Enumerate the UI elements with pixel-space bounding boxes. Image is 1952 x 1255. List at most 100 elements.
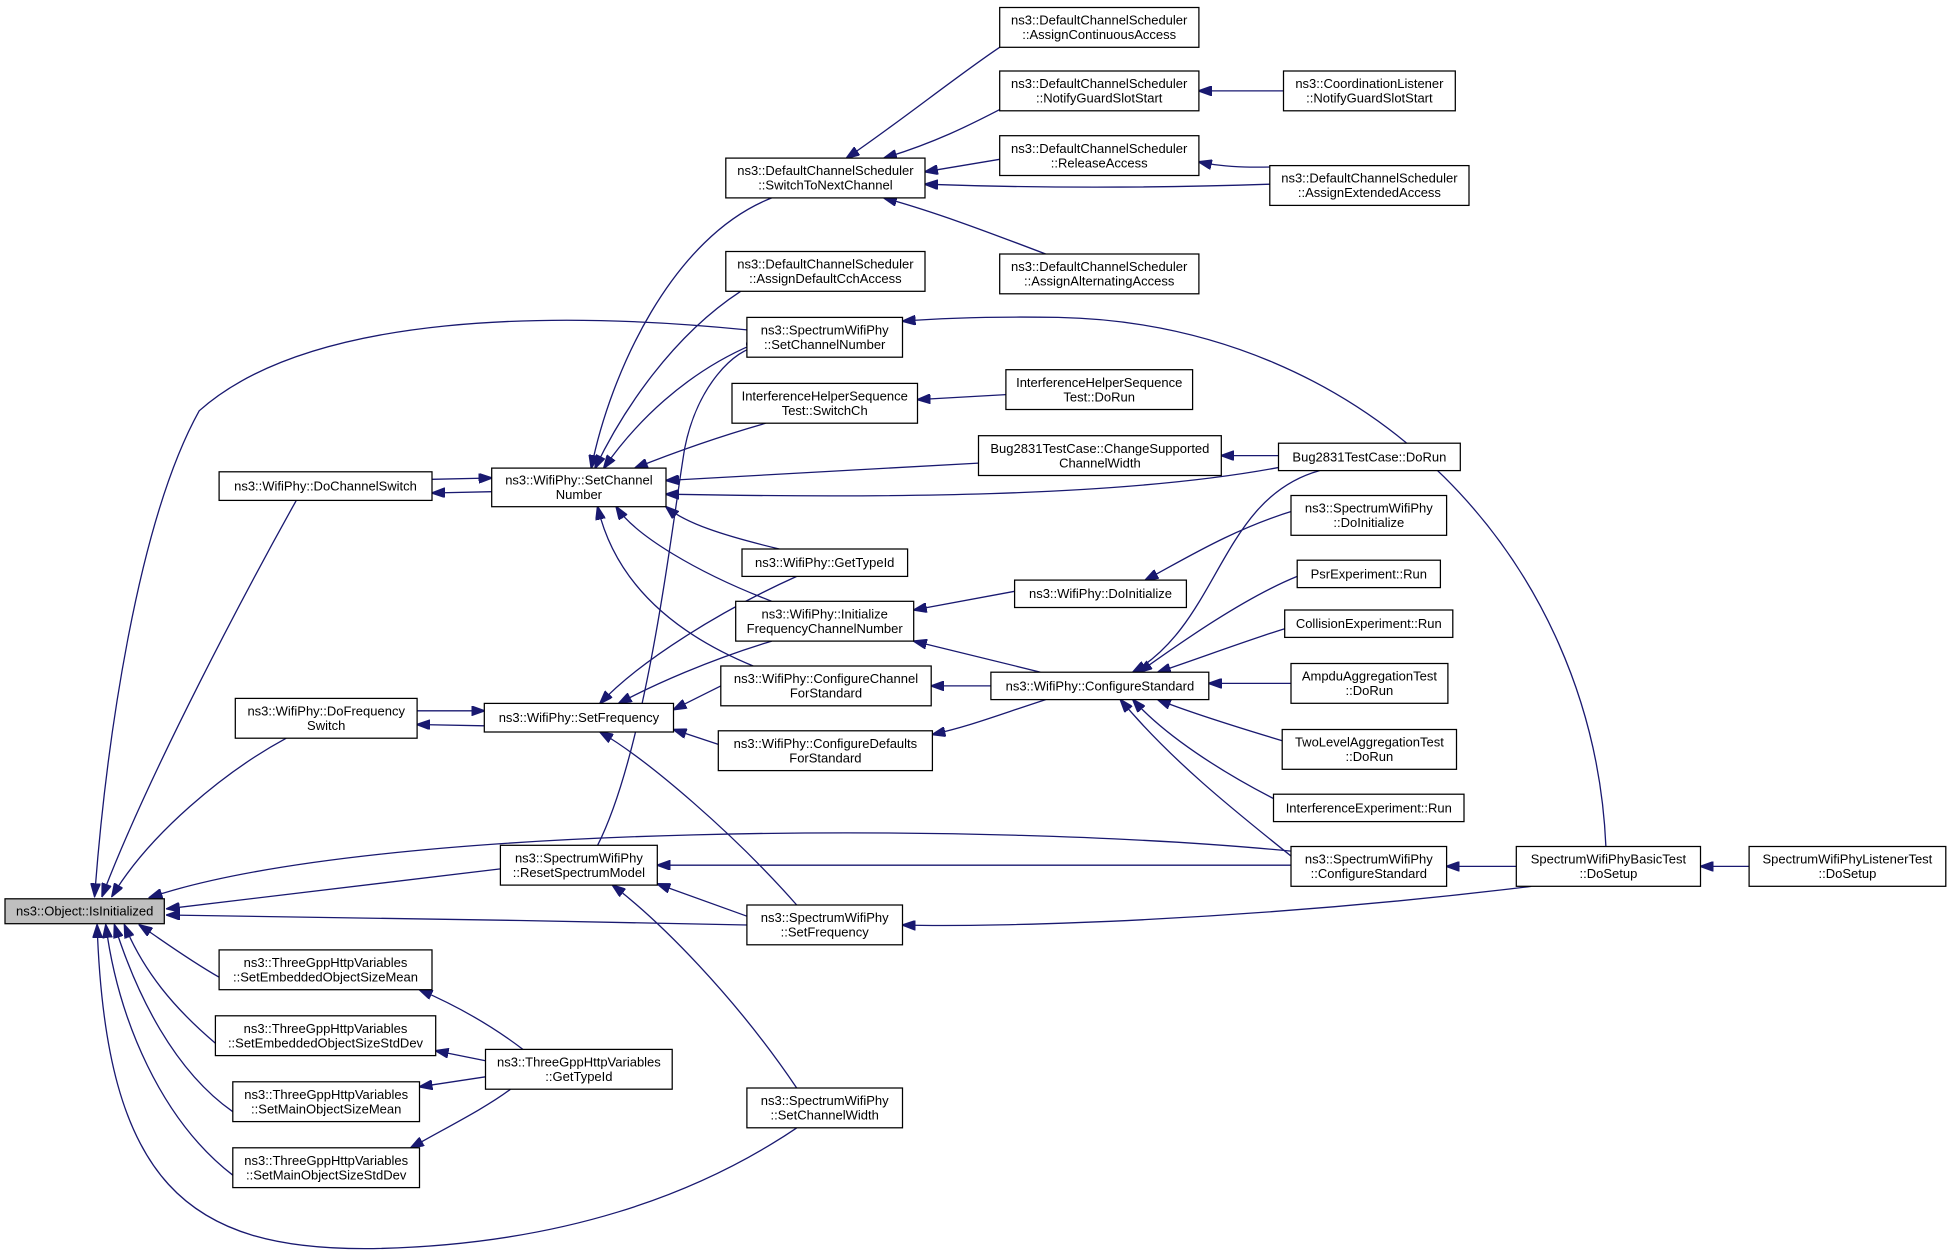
node-label-line: ::NotifyGuardSlotStart [1036, 91, 1163, 106]
edge-doChSwitch-to-setChNum [431, 478, 492, 479]
edge-assignExt-to-switchToNext [925, 184, 1270, 187]
node-box [1290, 662, 1449, 704]
node-label-line: ::AssignExtendedAccess [1298, 185, 1442, 200]
node-collRun[interactable]: CollisionExperiment::Run [1284, 609, 1454, 639]
node-label-line: ::DoInitialize [1333, 515, 1404, 530]
node-box [1296, 559, 1442, 589]
edge-assignDefCch-to-setChNum [595, 290, 742, 468]
node-label-line: InterferenceHelperSequence [1016, 375, 1182, 390]
node-label-line: ::ConfigureStandard [1311, 866, 1427, 881]
node-psrRun[interactable]: PsrExperiment::Run [1296, 559, 1442, 589]
node-label-line: Test::SwitchCh [782, 403, 868, 418]
node-assignExt[interactable]: ns3::DefaultChannelScheduler::AssignExte… [1269, 164, 1470, 207]
edge-basicDoSetup-to-specSetChNum [903, 317, 1607, 847]
node-specSetFreq[interactable]: ns3::SpectrumWifiPhy::SetFrequency [746, 904, 904, 946]
edge-setMainStd-to-tgpGetTypeId [411, 1088, 511, 1148]
node-box [999, 135, 1200, 177]
node-label-line: ::SwitchToNextChannel [758, 178, 893, 193]
node-specCfgStd[interactable]: ns3::SpectrumWifiPhy::ConfigureStandard [1290, 845, 1448, 887]
node-specDoInit[interactable]: ns3::SpectrumWifiPhy::DoInitialize [1290, 494, 1448, 536]
node-twoLevelDoRun[interactable]: TwoLevelAggregationTest::DoRun [1281, 728, 1458, 770]
node-wifiCfgStd[interactable]: ns3::WifiPhy::ConfigureStandard [990, 671, 1210, 701]
node-box [218, 471, 433, 502]
node-resetSpec[interactable]: ns3::SpectrumWifiPhy::ResetSpectrumModel [499, 844, 658, 886]
node-switchToNext[interactable]: ns3::DefaultChannelScheduler::SwitchToNe… [725, 157, 926, 199]
node-label-line: ns3::ThreeGppHttpVariables [244, 1021, 408, 1036]
node-listenerDoSetup[interactable]: SpectrumWifiPhyListenerTest::DoSetup [1748, 845, 1947, 887]
node-box [491, 467, 667, 508]
node-assignAlt[interactable]: ns3::DefaultChannelScheduler::AssignAlte… [999, 253, 1200, 295]
edge-wifiCfgStd-to-cfgDefStd [932, 698, 1046, 735]
node-assignDefCch[interactable]: ns3::DefaultChannelScheduler::AssignDefa… [725, 250, 926, 292]
edge-specDoInit-to-wifiDoInit [1145, 509, 1295, 580]
node-label-line: ::SetChannelNumber [764, 337, 886, 352]
node-assignCont[interactable]: ns3::DefaultChannelScheduler::AssignCont… [999, 6, 1200, 48]
node-label-line: ns3::ThreeGppHttpVariables [497, 1055, 661, 1070]
node-label-line: ::ReleaseAccess [1051, 155, 1148, 170]
edge-setEmbMean-to-tgpGetTypeId [420, 990, 524, 1050]
node-bugDoRun[interactable]: Bug2831TestCase::DoRun [1277, 442, 1461, 472]
node-basicDoSetup[interactable]: SpectrumWifiPhyBasicTest::DoSetup [1515, 845, 1702, 887]
node-specSetChW[interactable]: ns3::SpectrumWifiPhy::SetChannelWidth [746, 1087, 904, 1129]
edge-ihsSwitchCh-to-setChNum [635, 422, 766, 468]
node-cfgChStd[interactable]: ns3::WifiPhy::ConfigureChannelForStandar… [720, 665, 932, 707]
node-doChSwitch[interactable]: ns3::WifiPhy::DoChannelSwitch [218, 471, 433, 502]
edge-cfgChStd-to-setFreq [674, 685, 722, 710]
node-label-line: ::DoSetup [1579, 866, 1637, 881]
node-box [999, 6, 1200, 48]
node-label-line: ns3::DefaultChannelScheduler [1011, 259, 1188, 274]
node-root[interactable]: ns3::Object::IsInitialized [4, 898, 165, 925]
node-setEmbMean[interactable]: ns3::ThreeGppHttpVariables::SetEmbeddedO… [218, 949, 433, 991]
edge-doFreqSwitch-to-root [112, 737, 287, 896]
node-box [990, 671, 1210, 701]
node-box [731, 382, 919, 424]
node-interfRun[interactable]: InterferenceExperiment::Run [1272, 793, 1465, 823]
edge-bugChange-to-setChNum [666, 462, 979, 480]
node-box [483, 702, 675, 733]
node-ampduDoRun[interactable]: AmpduAggregationTest::DoRun [1290, 662, 1449, 704]
node-setFreq[interactable]: ns3::WifiPhy::SetFrequency [483, 702, 675, 733]
node-wifiDoInit[interactable]: ns3::WifiPhy::DoInitialize [1013, 579, 1188, 609]
node-label-line: ForStandard [789, 750, 861, 765]
edge-cfgChStd-to-setChNum [598, 507, 754, 667]
node-setEmbStd[interactable]: ns3::ThreeGppHttpVariables::SetEmbeddedO… [214, 1015, 437, 1057]
node-label-line: ns3::DefaultChannelScheduler [1011, 13, 1188, 28]
edge-assignAlt-to-switchToNext [884, 198, 1046, 255]
edge-cfgDefStd-to-setFreq [674, 730, 719, 746]
node-label-line: ns3::ThreeGppHttpVariables [244, 1087, 408, 1102]
node-label-line: InterferenceHelperSequence [742, 389, 908, 404]
node-label-line: ::SetEmbeddedObjectSizeStdDev [228, 1035, 424, 1050]
node-box [234, 697, 418, 739]
node-bugChange[interactable]: Bug2831TestCase::ChangeSupportedChannelW… [977, 435, 1222, 477]
node-label-line: ::DoRun [1346, 683, 1394, 698]
node-wifiGetTypeId[interactable]: ns3::WifiPhy::GetTypeId [741, 548, 909, 578]
node-initFreqCh[interactable]: ns3::WifiPhy::InitializeFrequencyChannel… [735, 600, 915, 642]
node-setMainMean[interactable]: ns3::ThreeGppHttpVariables::SetMainObjec… [232, 1081, 421, 1123]
node-tgpGetTypeId[interactable]: ns3::ThreeGppHttpVariables::GetTypeId [484, 1048, 673, 1090]
node-box [499, 844, 658, 886]
node-box [1281, 728, 1458, 770]
node-cfgDefStd[interactable]: ns3::WifiPhy::ConfigureDefaultsForStanda… [717, 730, 934, 772]
node-label-line: ns3::WifiPhy::DoInitialize [1029, 586, 1172, 601]
node-setMainStd[interactable]: ns3::ThreeGppHttpVariables::SetMainObjec… [232, 1147, 421, 1189]
node-notifyGuard[interactable]: ns3::DefaultChannelScheduler::NotifyGuar… [999, 70, 1200, 112]
node-coordNotify[interactable]: ns3::CoordinationListener::NotifyGuardSl… [1282, 70, 1456, 112]
node-label-line: ns3::SpectrumWifiPhy [761, 323, 889, 338]
edge-setMainMean-to-tgpGetTypeId [420, 1076, 486, 1087]
node-specSetChNum[interactable]: ns3::SpectrumWifiPhy::SetChannelNumber [746, 316, 904, 358]
node-releaseAcc[interactable]: ns3::DefaultChannelScheduler::ReleaseAcc… [999, 135, 1200, 177]
node-label-line: ns3::DefaultChannelScheduler [737, 257, 914, 272]
node-setChNum[interactable]: ns3::WifiPhy::SetChannelNumber [491, 467, 667, 508]
node-box [1282, 70, 1456, 112]
edge-specSetChNum-to-setChNum [604, 344, 753, 468]
edge-collRun-to-wifiCfgStd [1158, 628, 1285, 673]
edge-specSetFreq-to-setFreq [600, 732, 798, 906]
edge-setMainMean-to-root [115, 925, 234, 1113]
node-label-line: ns3::CoordinationListener [1295, 76, 1444, 91]
node-label-line: ChannelWidth [1059, 455, 1141, 470]
edge-setEmbStd-to-root [125, 925, 216, 1044]
node-label-line: ns3::WifiPhy::DoFrequency [247, 704, 405, 719]
